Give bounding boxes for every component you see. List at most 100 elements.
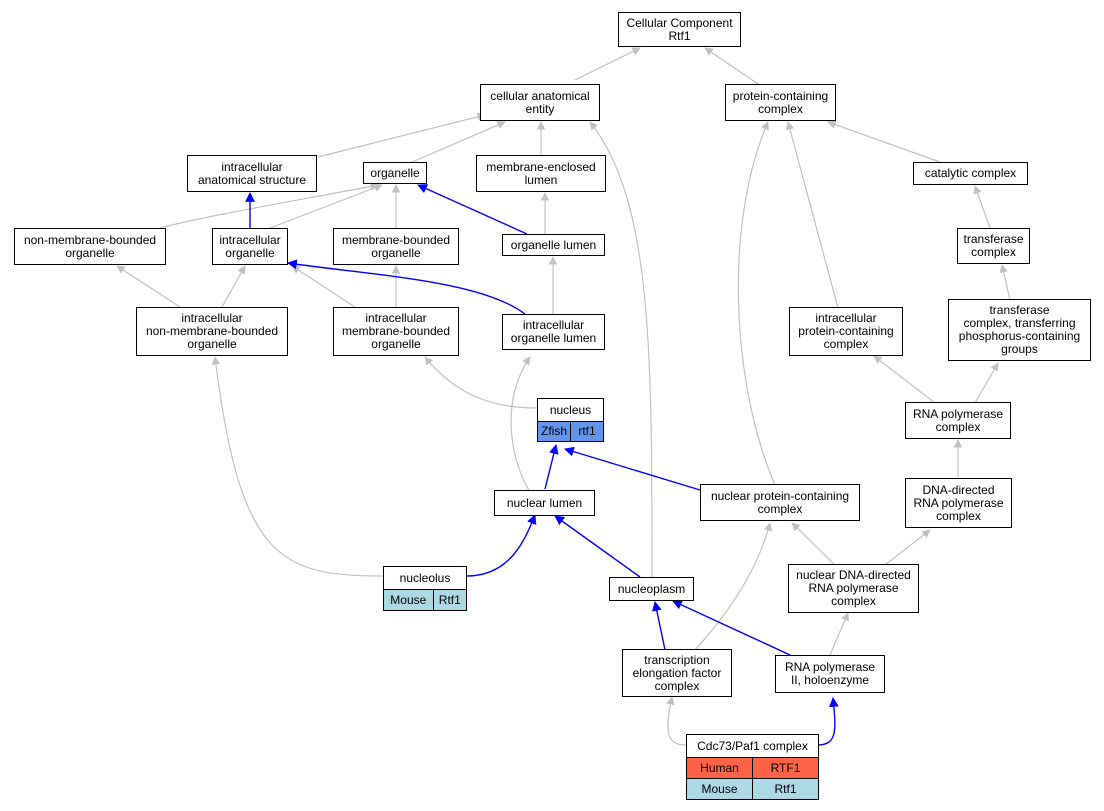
edge-rnap2h-nucleoplasm bbox=[672, 600, 791, 656]
edge-ias-cae bbox=[317, 112, 486, 158]
node-label-line: phosphorus-containing bbox=[958, 329, 1081, 343]
node-label-line: RNA polymerase bbox=[784, 660, 876, 674]
node-label-line: II, holoenzyme bbox=[790, 673, 870, 687]
edge-tctp-tc bbox=[999, 264, 1011, 301]
edge-pcc-root bbox=[704, 47, 759, 85]
edge-nucleoplasm-cae bbox=[589, 121, 653, 578]
node-label-line: nuclear protein-containing bbox=[710, 488, 850, 503]
gene-cell: Rtf1 bbox=[752, 779, 818, 799]
node-label-line: nuclear lumen bbox=[506, 495, 583, 510]
node-nucleus[interactable]: nucleus Zfish rtf1 bbox=[537, 398, 604, 442]
node-label-line: nuclear DNA-directed bbox=[796, 568, 911, 582]
edge-io-organelle bbox=[269, 183, 383, 229]
node-label-line: non-membrane-bounded bbox=[23, 232, 157, 247]
node-label-line: organelle bbox=[371, 245, 421, 260]
node-label-line: organelle bbox=[225, 245, 275, 260]
edge-nucleolus-inmbo bbox=[211, 356, 385, 577]
node-label-line: RNA polymerase bbox=[912, 406, 1004, 421]
node-label-line: protein-containing bbox=[798, 324, 894, 338]
edge-rnap-ipcc bbox=[873, 355, 936, 404]
node-label-line: membrane-enclosed bbox=[486, 159, 596, 174]
node-organelle[interactable]: organelle bbox=[363, 162, 427, 184]
node-label-line: organelle lumen bbox=[510, 237, 597, 252]
edge-nucleus-imbo bbox=[424, 356, 538, 409]
node-label-line: complex bbox=[935, 419, 981, 434]
edge-iol-io bbox=[287, 259, 526, 315]
node-label-line: DNA-directed bbox=[922, 482, 995, 497]
node-label-line: complex bbox=[831, 594, 876, 608]
record-title: nucleolus bbox=[399, 570, 451, 585]
node-nucleoplasm[interactable]: nucleoplasm bbox=[609, 577, 694, 601]
edge-cat-pcc bbox=[827, 120, 941, 163]
node-label-line: intracellular bbox=[522, 318, 585, 332]
edge-rnap-tctp bbox=[974, 362, 999, 404]
species-cell: Mouse bbox=[390, 592, 427, 607]
node-label-line: RNA polymerase bbox=[913, 495, 1004, 510]
node-label-line: complex bbox=[654, 678, 700, 693]
node-label-line: catalytic complex bbox=[924, 166, 1017, 180]
node-label-line: complex bbox=[936, 508, 981, 523]
edge-cdc73-rnap2h bbox=[817, 697, 839, 746]
node-label-line: complex bbox=[823, 337, 869, 351]
edge-nucleolus-nl bbox=[466, 514, 537, 577]
node-organelle-lumen[interactable]: organelle lumen bbox=[502, 234, 605, 256]
node-label-line: complex bbox=[971, 245, 1016, 259]
node-label-line: complex bbox=[757, 501, 803, 516]
node-label-line: intracellular bbox=[181, 311, 243, 325]
node-label-line: nucleoplasm bbox=[617, 581, 686, 596]
node-label-line: anatomical structure bbox=[197, 172, 307, 187]
node-label-line: organelle bbox=[187, 337, 237, 351]
gene-cell: Rtf1 bbox=[432, 590, 466, 610]
edge-nucleoplasm-nl bbox=[554, 515, 641, 578]
record-title: nucleus bbox=[549, 402, 592, 417]
node-cdc73-paf1-complex[interactable]: Cdc73/Paf1 complex Human RTF1 Mouse Rtf1 bbox=[686, 734, 819, 800]
node-nucleolus[interactable]: nucleolus Mouse Rtf1 bbox=[383, 566, 467, 611]
edge-npcc-pcc bbox=[737, 121, 776, 486]
node-label-line: cellular anatomical bbox=[490, 88, 590, 103]
edge-nddrnap-npcc bbox=[791, 522, 836, 566]
node-label-line: membrane-bounded bbox=[341, 232, 451, 247]
edge-tefc-nucleoplasm bbox=[652, 601, 666, 651]
record-title: Cdc73/Paf1 complex bbox=[697, 738, 808, 753]
node-label-line: transferase bbox=[989, 303, 1050, 317]
edge-ol-organelle bbox=[417, 184, 528, 235]
edge-cdc73-tefc bbox=[666, 696, 687, 746]
node-label-line: intracellular bbox=[221, 159, 283, 174]
node-label-line: groups bbox=[1001, 342, 1038, 356]
edge-imbo-io bbox=[291, 265, 356, 308]
node-label-line: organelle bbox=[65, 245, 115, 260]
edge-nmbo-organelle bbox=[159, 182, 379, 229]
gene-cell: rtf1 bbox=[570, 422, 603, 441]
edge-npcc-nucleus bbox=[564, 446, 701, 491]
node-nuclear-lumen[interactable]: nuclear lumen bbox=[494, 490, 595, 516]
node-label-line: Cellular Component bbox=[626, 15, 733, 30]
edge-tefc-npcc bbox=[694, 522, 773, 651]
node-label-line: intracellular bbox=[219, 232, 281, 247]
node-label-line: RNA polymerase bbox=[808, 581, 899, 595]
edge-tc-cat bbox=[973, 185, 991, 229]
node-catalytic-complex[interactable]: catalytic complex bbox=[913, 162, 1028, 185]
edge-nl-nucleus bbox=[544, 444, 559, 490]
